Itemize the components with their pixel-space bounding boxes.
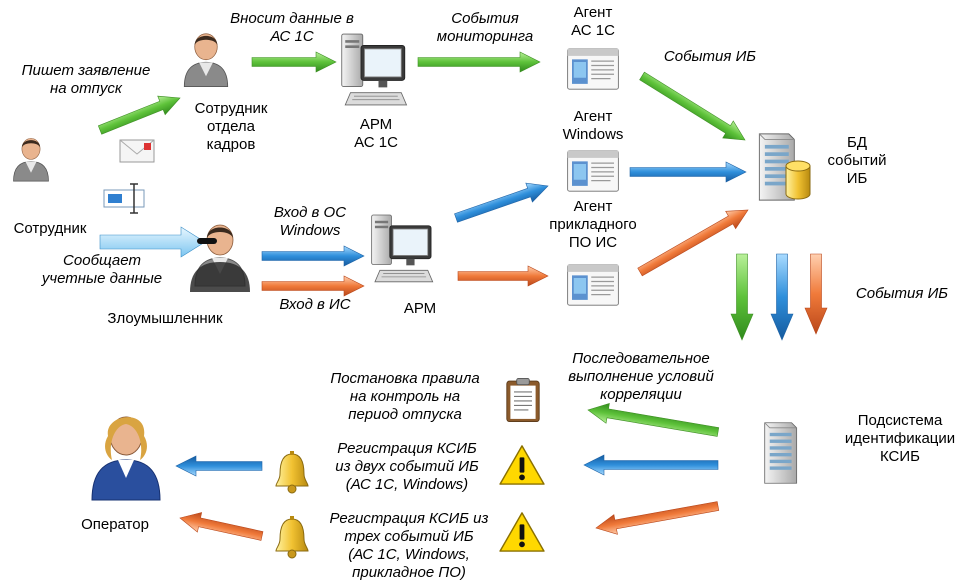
- login-is-label: Вход в ИС: [279, 296, 351, 313]
- bell-icon-two-events: [275, 450, 309, 494]
- arrow-agent-app-to-db: [637, 209, 749, 277]
- subsystem-server-icon: [764, 422, 798, 484]
- arrow-subsystem-to-warning-three: [595, 501, 720, 535]
- ib-events-top-label: События ИБ: [663, 48, 757, 65]
- arrow-db-to-subsystem-green: [730, 253, 754, 341]
- operator-label: Оператор: [81, 516, 149, 533]
- workstation-icon: [371, 214, 434, 283]
- login-windows-label: Вход в ОС Windows: [273, 204, 347, 239]
- database-cylinder-icon: [785, 160, 811, 200]
- arrow-db-to-subsystem-orange: [804, 253, 828, 335]
- agent-windows-window-icon: [566, 150, 620, 192]
- arrow-hr-to-arm1c: [251, 51, 337, 73]
- arrow-bell-two-to-operator: [175, 455, 263, 477]
- arrow-attacker-to-arm-windows: [261, 245, 365, 267]
- arrow-employee-to-attacker: [99, 226, 206, 258]
- reg-three-label: Регистрация КСИБ из трех событий ИБ (АС …: [329, 510, 489, 581]
- arrow-agent-windows-to-db: [629, 161, 747, 183]
- agent-windows-label: Агент Windows: [562, 108, 624, 143]
- arm-label: АРМ: [403, 300, 437, 317]
- text-input-icon: [103, 183, 145, 214]
- ib-events-right-label: События ИБ: [855, 285, 949, 302]
- agent-app-label: Агент прикладного ПО ИС: [549, 198, 637, 251]
- reg-two-label: Регистрация КСИБ из двух событий ИБ (АС …: [335, 440, 479, 493]
- arrow-subsystem-to-rule: [587, 403, 720, 437]
- icon-layer: [13, 33, 811, 559]
- arrow-agent1c-to-db: [639, 71, 746, 141]
- reports-credentials-label: Сообщает учетные данные: [41, 252, 163, 287]
- envelope-icon: [119, 139, 155, 163]
- sequential-label: Последовательное выполнение условий корр…: [568, 350, 714, 403]
- arrow-layer: [97, 51, 828, 541]
- monitoring-events-label: События мониторинга: [436, 10, 534, 45]
- employee-label: Сотрудник: [13, 220, 87, 237]
- enters-data-label: Вносит данные в АС 1С: [230, 10, 354, 45]
- rule-setup-label: Постановка правила на контроль на период…: [330, 370, 480, 423]
- hr-employee-label: Сотрудник отдела кадров: [194, 100, 268, 153]
- agent-1c-label: Агент АС 1С: [571, 4, 615, 39]
- db-events-label: БД событий ИБ: [827, 134, 887, 187]
- agent-1c-window-icon: [566, 48, 620, 90]
- arrow-db-to-subsystem-blue: [770, 253, 794, 341]
- attacker-icon: [190, 224, 250, 292]
- employee-user-icon: [13, 137, 49, 182]
- arrow-employee-to-hr: [97, 95, 181, 135]
- arrow-arm-to-agent-app: [457, 265, 549, 287]
- attacker-label: Злоумышленник: [107, 310, 223, 327]
- operator-icon: [91, 416, 161, 501]
- warning-icon-two-events: [499, 445, 545, 485]
- clipboard-icon: [506, 377, 540, 423]
- arm-1c-label: АРМ АС 1С: [354, 116, 398, 151]
- arrow-bell-three-to-operator: [179, 512, 264, 541]
- arrow-subsystem-to-warning-two: [583, 454, 719, 476]
- bell-icon-three-events: [275, 515, 309, 559]
- arrow-attacker-to-arm-is: [261, 275, 365, 297]
- subsystem-label: Подсистема идентификации КСИБ: [844, 412, 956, 465]
- writes-leave-label: Пишет заявление на отпуск: [21, 62, 151, 97]
- arrow-arm1c-to-agent: [417, 51, 541, 73]
- agent-app-window-icon: [566, 264, 620, 306]
- arrow-arm-to-agent-windows: [454, 182, 549, 223]
